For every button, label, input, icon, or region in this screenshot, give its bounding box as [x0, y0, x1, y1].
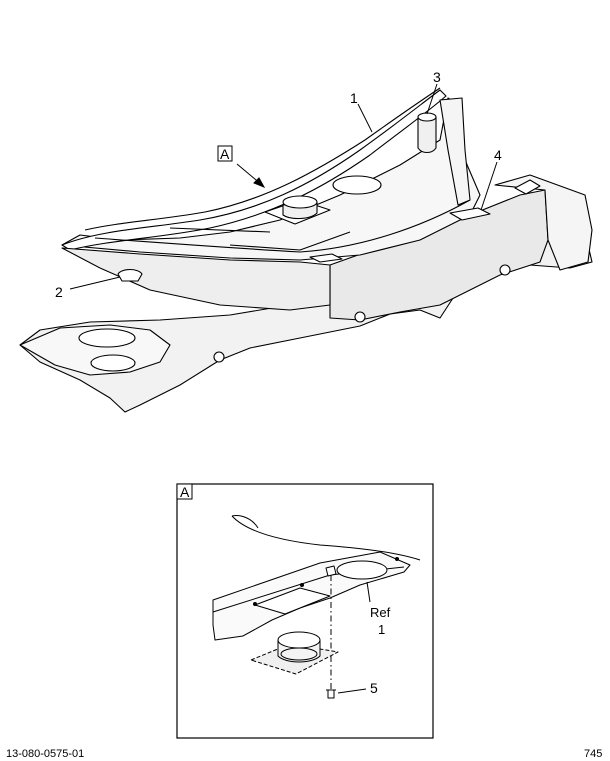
inset-ref-text: Ref	[370, 605, 391, 620]
front-skirt	[61, 247, 331, 311]
footer-left-code: 13-080-0575-01	[6, 748, 85, 760]
leader-1	[357, 103, 373, 133]
view-a-label: A	[220, 146, 230, 162]
inset-boot-neck	[280, 647, 318, 661]
leader-lines	[69, 83, 498, 290]
inset-rect-opening	[254, 587, 331, 615]
inset-label: A	[180, 484, 190, 500]
inset-hole-1	[300, 583, 304, 587]
top-flange	[61, 89, 447, 251]
leader-2	[69, 276, 121, 290]
main-assembly	[19, 87, 593, 413]
inset-boot-dome	[277, 631, 321, 649]
callout-3: 3	[433, 69, 441, 85]
top-flange-edge	[84, 87, 441, 231]
callout-4: 4	[494, 147, 502, 163]
inset-flange-top	[231, 515, 259, 529]
inset-flange-curve	[231, 515, 421, 561]
inset-detail	[212, 515, 421, 699]
pad-4	[449, 207, 491, 221]
inset-ref-num: 1	[378, 622, 385, 637]
view-a-box	[217, 145, 233, 162]
stack-pipe	[417, 116, 437, 154]
footer-right-code: 745	[584, 748, 603, 760]
deck-line-2	[169, 227, 271, 233]
inset-leader-ref	[366, 581, 371, 603]
deck-line-1	[94, 199, 471, 253]
deck-line-3	[229, 231, 351, 251]
inset-oval-opening	[336, 560, 388, 580]
callout-5: 5	[370, 680, 378, 696]
end-bracket-tab	[514, 179, 541, 195]
callout-2: 2	[55, 284, 63, 300]
left-oval-upper	[78, 328, 136, 348]
mount-boss-2	[213, 351, 225, 363]
leader-4	[480, 161, 498, 211]
inset-boss	[325, 565, 337, 577]
mount-boss-1	[354, 311, 366, 323]
rear-plate	[439, 97, 471, 206]
dome-top	[282, 195, 318, 209]
inset-hole-2	[395, 557, 399, 561]
stack-pipe-top	[417, 112, 437, 122]
mount-boss-3	[499, 264, 511, 276]
inset-fastener	[327, 689, 335, 699]
inset-label-box	[176, 483, 193, 500]
callout-1: 1	[350, 90, 358, 106]
pad-2	[117, 268, 143, 282]
inset-hole-3	[253, 602, 257, 606]
end-bracket	[494, 174, 593, 271]
left-oval-lower	[90, 354, 136, 372]
leader-3	[426, 83, 438, 115]
upper-oval-cutout	[332, 175, 382, 195]
pad-mid	[309, 253, 343, 263]
inset-leader-5	[337, 688, 367, 694]
view-a-arrow-head	[253, 177, 266, 188]
